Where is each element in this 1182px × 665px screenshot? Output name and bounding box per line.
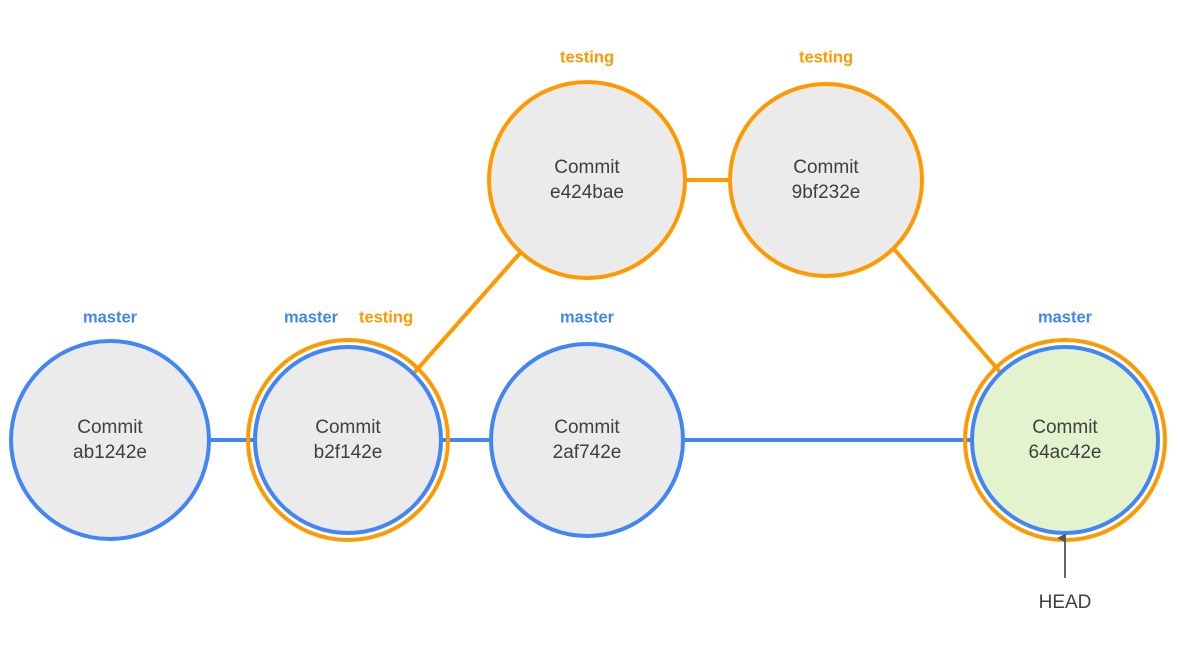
commit-label-word-9bf232e: Commit [793,157,859,178]
commit-hash-b2f142e: b2f142e [314,442,383,463]
edge-b2f142e-to-e424bae [412,250,523,375]
commit-circle-e424bae[interactable] [487,80,687,280]
nodes-layer: Commitab1242eCommitb2f142eCommit2af742eC… [9,80,1167,542]
edge-9bf232e-to-64ac42e [892,247,1002,374]
branch-label-testing-e424bae[interactable]: testing [560,48,614,66]
branch-label-testing-9bf232e[interactable]: testing [799,48,853,66]
branch-label-master-64ac42e[interactable]: master [1038,308,1093,326]
commit-circle-9bf232e[interactable] [728,82,924,278]
commit-hash-ab1242e: ab1242e [73,442,147,463]
head-label: HEAD [1039,592,1092,613]
commit-hash-64ac42e: 64ac42e [1029,442,1102,463]
commit-node-2af742e[interactable]: Commit 2af742e [489,342,685,538]
commit-node-e424bae[interactable]: Commit e424bae [487,80,687,280]
commit-circle-b2f142e[interactable] [253,345,443,535]
head-pointer-layer: HEAD [1039,533,1092,613]
commit-circle-64ac42e[interactable] [970,345,1160,535]
commit-circle-ab1242e[interactable] [9,339,211,541]
commit-node-9bf232e[interactable]: Commit 9bf232e [728,82,924,278]
ring-testing-b2f142e [246,338,450,542]
edges-layer [209,178,1002,442]
commit-hash-e424bae: e424bae [550,182,624,203]
branch-label-testing-b2f142e[interactable]: testing [359,308,413,326]
commit-label-word-64ac42e: Commit [1032,417,1098,438]
commit-label-word-ab1242e: Commit [77,417,143,438]
commit-hash-2af742e: 2af742e [553,442,622,463]
branch-label-master-ab1242e[interactable]: master [83,308,138,326]
commit-circle-2af742e[interactable] [489,342,685,538]
branch-label-master-b2f142e[interactable]: master [284,308,339,326]
commit-hash-9bf232e: 9bf232e [792,182,861,203]
commit-label-word-b2f142e: Commit [315,417,381,438]
branch-label-master-2af742e[interactable]: master [560,308,615,326]
commit-label-word-2af742e: Commit [554,417,620,438]
commit-node-64ac42e[interactable]: Commit 64ac42e [963,338,1167,542]
branch-labels-layer: master master testing master master testing te… [83,48,1093,326]
commit-label-word-e424bae: Commit [554,157,620,178]
commit-node-b2f142e[interactable]: Commit b2f142e [246,338,450,542]
commit-node-ab1242e[interactable]: Commit ab1242e [9,339,211,541]
